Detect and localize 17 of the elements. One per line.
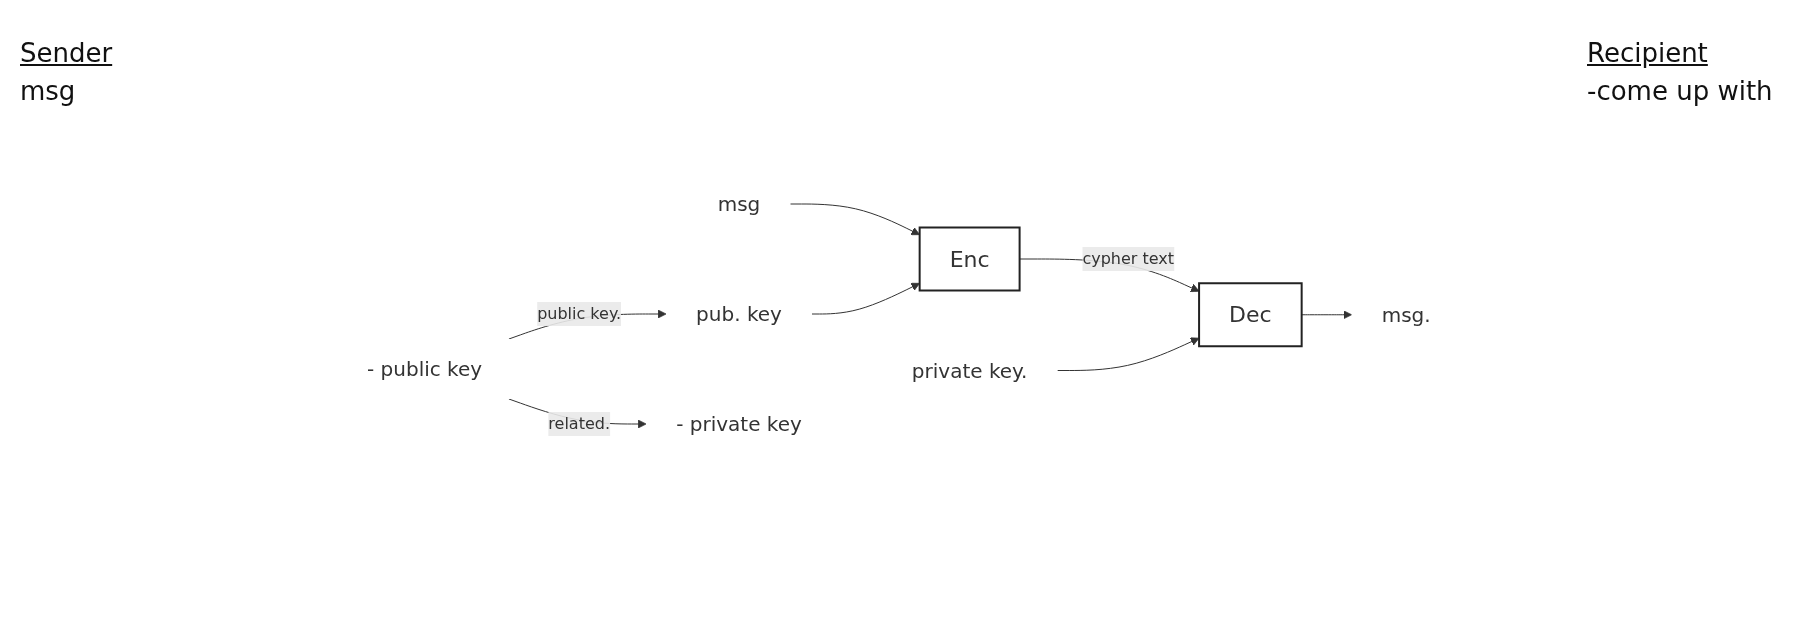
heading-text: Recipient bbox=[1587, 38, 1709, 68]
list-heading: -come up with bbox=[1587, 76, 1774, 106]
heading-text: Sender bbox=[20, 38, 114, 68]
node-text: - private key bbox=[675, 411, 802, 436]
arrow bbox=[811, 282, 920, 314]
edge-label: public key. bbox=[536, 303, 621, 323]
arrow bbox=[789, 203, 920, 235]
node-text: msg bbox=[717, 191, 760, 216]
node-text: - public key bbox=[366, 356, 482, 381]
node-text: pub. key bbox=[695, 301, 782, 326]
node-text: msg. bbox=[1381, 302, 1431, 327]
node-text: private key. bbox=[911, 358, 1028, 382]
node-box: Dec bbox=[1197, 281, 1303, 347]
edge-label: related. bbox=[547, 413, 610, 433]
label-text: msg bbox=[20, 76, 77, 106]
node-box: Enc bbox=[918, 226, 1021, 291]
edge-label: cypher text bbox=[1082, 248, 1174, 268]
